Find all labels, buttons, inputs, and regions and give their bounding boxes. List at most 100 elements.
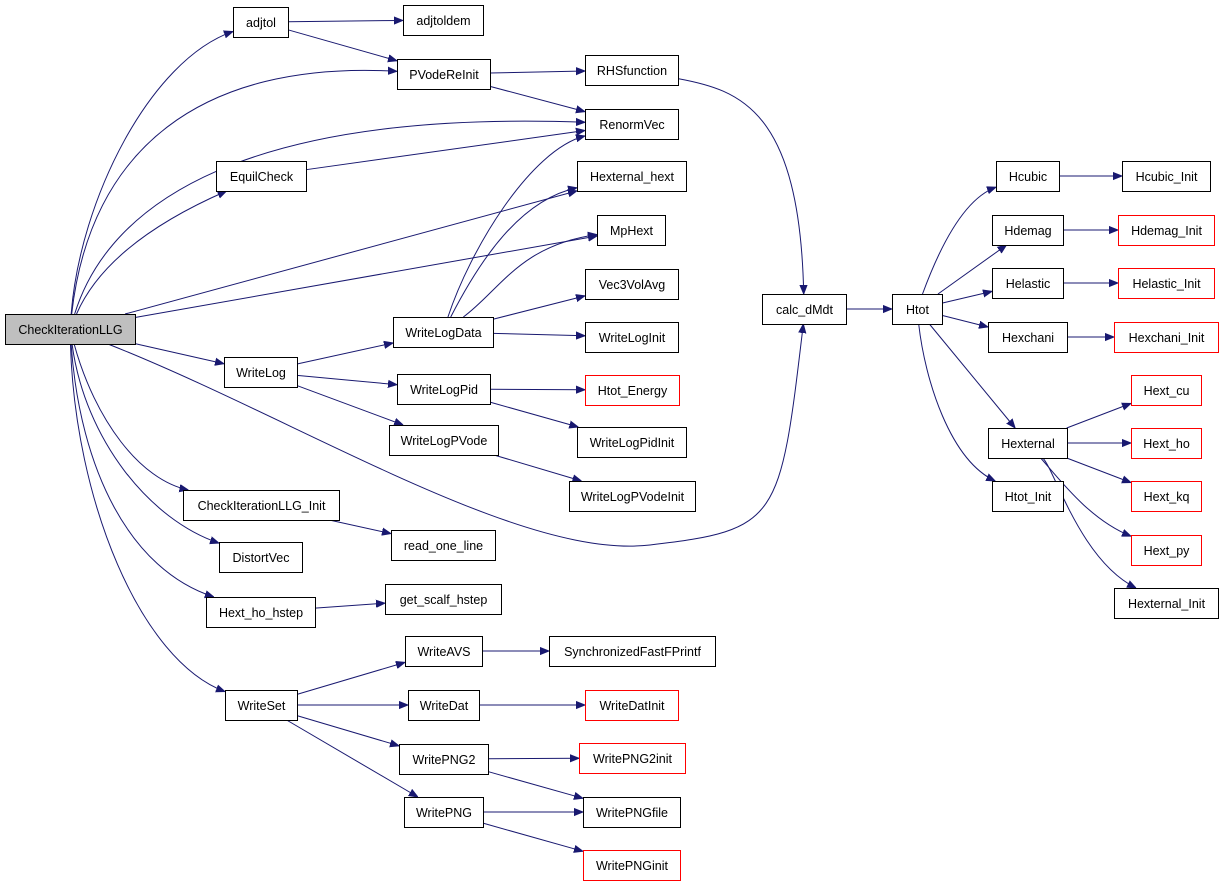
node-box[interactable]	[992, 215, 1064, 246]
node-box[interactable]	[996, 161, 1060, 192]
node-Hexchani_Init[interactable]: Hexchani_Init	[1114, 322, 1219, 353]
node-box[interactable]	[403, 5, 484, 36]
node-box[interactable]	[385, 584, 502, 615]
node-Hext_py[interactable]: Hext_py	[1131, 535, 1202, 566]
node-box[interactable]	[1131, 481, 1202, 512]
node-box[interactable]	[216, 161, 307, 192]
node-box[interactable]	[397, 374, 491, 405]
node-box[interactable]	[585, 55, 679, 86]
node-Hext_ho_hstep[interactable]: Hext_ho_hstep	[206, 597, 316, 628]
node-get_scalf_hstep[interactable]: get_scalf_hstep	[385, 584, 502, 615]
node-MpHext[interactable]: MpHext	[597, 215, 666, 246]
node-box[interactable]	[408, 690, 480, 721]
node-EquilCheck[interactable]: EquilCheck	[216, 161, 307, 192]
node-Hdemag[interactable]: Hdemag	[992, 215, 1064, 246]
node-PVodeReInit[interactable]: PVodeReInit	[397, 59, 491, 90]
node-box[interactable]	[597, 215, 666, 246]
node-calc_dMdt[interactable]: calc_dMdt	[762, 294, 847, 325]
node-WriteLog[interactable]: WriteLog	[224, 357, 298, 388]
node-WritePNG[interactable]: WritePNG	[404, 797, 484, 828]
node-WriteSet[interactable]: WriteSet	[225, 690, 298, 721]
node-Helastic[interactable]: Helastic	[992, 268, 1064, 299]
node-WriteAVS[interactable]: WriteAVS	[405, 636, 483, 667]
node-SynchronizedFastFPrintf[interactable]: SynchronizedFastFPrintf	[549, 636, 716, 667]
node-WriteLogData[interactable]: WriteLogData	[393, 317, 494, 348]
node-box[interactable]	[405, 636, 483, 667]
node-box[interactable]	[577, 427, 687, 458]
node-box[interactable]	[585, 375, 680, 406]
node-box[interactable]	[183, 490, 340, 521]
node-box[interactable]	[1118, 268, 1215, 299]
node-Hcubic_Init[interactable]: Hcubic_Init	[1122, 161, 1211, 192]
node-Hexternal_Init[interactable]: Hexternal_Init	[1114, 588, 1219, 619]
node-box[interactable]	[399, 744, 489, 775]
node-box[interactable]	[233, 7, 289, 38]
node-Htot_Init[interactable]: Htot_Init	[992, 481, 1064, 512]
node-Hext_ho[interactable]: Hext_ho	[1131, 428, 1202, 459]
node-box[interactable]	[549, 636, 716, 667]
node-Hext_cu[interactable]: Hext_cu	[1131, 375, 1202, 406]
node-Hcubic[interactable]: Hcubic	[996, 161, 1060, 192]
node-box[interactable]	[583, 850, 681, 881]
node-box[interactable]	[389, 425, 499, 456]
node-box[interactable]	[393, 317, 494, 348]
node-Htot_Energy[interactable]: Htot_Energy	[585, 375, 680, 406]
node-Helastic_Init[interactable]: Helastic_Init	[1118, 268, 1215, 299]
node-box[interactable]	[5, 314, 136, 345]
node-box[interactable]	[892, 294, 943, 325]
node-box[interactable]	[577, 161, 687, 192]
node-box[interactable]	[585, 690, 679, 721]
node-box[interactable]	[1114, 322, 1219, 353]
node-box[interactable]	[219, 542, 303, 573]
node-RHSfunction[interactable]: RHSfunction	[585, 55, 679, 86]
node-WriteLogPVodeInit[interactable]: WriteLogPVodeInit	[569, 481, 696, 512]
node-WriteLogPVode[interactable]: WriteLogPVode	[389, 425, 499, 456]
node-box[interactable]	[992, 481, 1064, 512]
node-read_one_line[interactable]: read_one_line	[391, 530, 496, 561]
node-DistortVec[interactable]: DistortVec	[219, 542, 303, 573]
node-box[interactable]	[206, 597, 316, 628]
node-WriteDat[interactable]: WriteDat	[408, 690, 480, 721]
node-box[interactable]	[224, 357, 298, 388]
node-Vec3VolAvg[interactable]: Vec3VolAvg	[585, 269, 679, 300]
node-WriteLogPidInit[interactable]: WriteLogPidInit	[577, 427, 687, 458]
node-box[interactable]	[762, 294, 847, 325]
node-WritePNGfile[interactable]: WritePNGfile	[583, 797, 681, 828]
node-box[interactable]	[988, 322, 1068, 353]
node-WriteDatInit[interactable]: WriteDatInit	[585, 690, 679, 721]
node-box[interactable]	[988, 428, 1068, 459]
node-box[interactable]	[585, 322, 679, 353]
node-box[interactable]	[1122, 161, 1211, 192]
node-WritePNG2init[interactable]: WritePNG2init	[579, 743, 686, 774]
node-WritePNGinit[interactable]: WritePNGinit	[583, 850, 681, 881]
node-box[interactable]	[1131, 535, 1202, 566]
node-box[interactable]	[583, 797, 681, 828]
node-Hexternal_hext[interactable]: Hexternal_hext	[577, 161, 687, 192]
node-WriteLogInit[interactable]: WriteLogInit	[585, 322, 679, 353]
node-box[interactable]	[225, 690, 298, 721]
node-adjtol[interactable]: adjtol	[233, 7, 289, 38]
node-WritePNG2[interactable]: WritePNG2	[399, 744, 489, 775]
node-Hext_kq[interactable]: Hext_kq	[1131, 481, 1202, 512]
node-WriteLogPid[interactable]: WriteLogPid	[397, 374, 491, 405]
node-box[interactable]	[391, 530, 496, 561]
node-box[interactable]	[579, 743, 686, 774]
node-box[interactable]	[569, 481, 696, 512]
node-box[interactable]	[1118, 215, 1215, 246]
node-box[interactable]	[585, 109, 679, 140]
node-Htot[interactable]: Htot	[892, 294, 943, 325]
node-box[interactable]	[992, 268, 1064, 299]
node-box[interactable]	[404, 797, 484, 828]
node-CheckIterationLLG_Init[interactable]: CheckIterationLLG_Init	[183, 490, 340, 521]
node-box[interactable]	[1131, 428, 1202, 459]
node-Hdemag_Init[interactable]: Hdemag_Init	[1118, 215, 1215, 246]
node-box[interactable]	[397, 59, 491, 90]
node-RenormVec[interactable]: RenormVec	[585, 109, 679, 140]
node-box[interactable]	[1131, 375, 1202, 406]
node-Hexchani[interactable]: Hexchani	[988, 322, 1068, 353]
node-CheckIterationLLG[interactable]: CheckIterationLLG	[5, 314, 136, 345]
node-Hexternal[interactable]: Hexternal	[988, 428, 1068, 459]
node-adjtoldem[interactable]: adjtoldem	[403, 5, 484, 36]
node-box[interactable]	[1114, 588, 1219, 619]
node-box[interactable]	[585, 269, 679, 300]
